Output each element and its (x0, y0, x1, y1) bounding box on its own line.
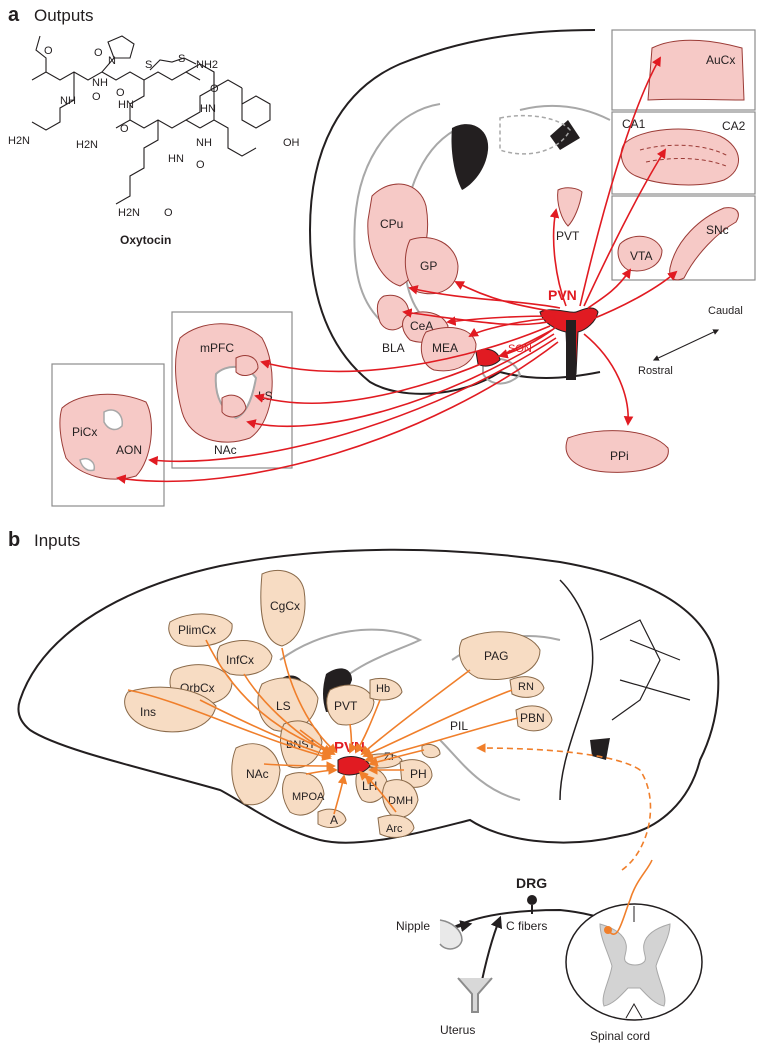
pvn-output-source: PVN SON (475, 287, 599, 380)
ppi-region (565, 430, 669, 473)
label-arc: Arc (386, 823, 403, 835)
atom-label: H2N (8, 135, 30, 147)
label-spinal-cord: Spinal cord (590, 1029, 650, 1043)
coronal-brain (308, 29, 611, 395)
label-bla: BLA (382, 341, 405, 355)
label-pag: PAG (484, 649, 508, 663)
label-pil: PIL (450, 719, 468, 733)
atom-label: O (44, 45, 53, 57)
label-mpoa: MPOA (292, 791, 325, 803)
atom-label: NH (196, 137, 212, 149)
label-infcx: InfCx (226, 653, 254, 667)
label-ca1: CA1 (622, 117, 646, 131)
atom-label: S (145, 59, 152, 71)
molecule-name: Oxytocin (120, 233, 171, 247)
output-regions: CPu GP BLA CeA MEA PVT PPi (367, 183, 669, 473)
label-aucx: AuCx (706, 53, 735, 67)
label-caudal: Caudal (708, 305, 743, 317)
label-snc: SNc (706, 223, 729, 237)
label-nac-output: NAc (214, 443, 237, 457)
bla-region (376, 294, 410, 331)
mea-region (420, 327, 477, 372)
atom-label: N (108, 55, 116, 67)
label-plimcx: PlimCx (178, 623, 216, 637)
vta-snc-inset: VTA SNc (617, 207, 739, 281)
label-rostral: Rostral (638, 365, 673, 377)
atom-label: O (120, 123, 129, 135)
label-zi: ZI (384, 751, 394, 763)
label-cea: CeA (410, 319, 433, 333)
mpfc-inset: mPFC LS NAc (175, 323, 273, 457)
pvt-region (557, 187, 583, 227)
input-regions: CgCx PlimCx InfCx OrbCx Ins LS PVT Hb PA… (124, 570, 553, 838)
atom-label: H2N (76, 139, 98, 151)
label-gp: GP (420, 259, 437, 273)
oxytocin-structure: NH N O O S S NH2 HN HN O O H2N NH O O HN… (8, 35, 300, 247)
inset-boxes (51, 29, 756, 507)
label-ppi: PPi (610, 449, 629, 463)
label-pvt-input: PVT (334, 699, 358, 713)
atom-label: O (164, 207, 173, 219)
label-vta: VTA (630, 249, 652, 263)
atom-label: HN (118, 99, 134, 111)
hippocampus-inset: CA1 CA2 (620, 117, 746, 186)
label-ca2: CA2 (722, 119, 746, 133)
olfactory-inset: PiCx AON (59, 393, 152, 480)
panel-a-letter: a (8, 4, 20, 26)
label-mpfc: mPFC (200, 341, 234, 355)
atom-label: HN (200, 103, 216, 115)
label-pbn: PBN (520, 711, 545, 725)
label-aon: AON (116, 443, 142, 457)
panel-b-letter: b (8, 529, 20, 551)
atom-label: NH2 (196, 59, 218, 71)
atom-label: O (210, 83, 219, 95)
label-dmh: DMH (388, 795, 413, 807)
label-ls-input: LS (276, 699, 291, 713)
label-hb: Hb (376, 683, 390, 695)
label-a: A (330, 813, 338, 827)
orientation-indicator: Caudal Rostral (638, 305, 743, 377)
gp-region (404, 237, 459, 295)
atom-label: O (116, 87, 125, 99)
label-uterus: Uterus (440, 1023, 475, 1037)
input-projections (127, 639, 652, 871)
label-nac-input: NAc (246, 767, 269, 781)
label-pvn-input: PVN (334, 739, 365, 756)
label-pvt: PVT (556, 229, 580, 243)
atom-label: O (92, 91, 101, 103)
atom-label: H2N (118, 207, 140, 219)
atom-label: HN (168, 153, 184, 165)
atom-label: OH (283, 137, 300, 149)
label-drg: DRG (516, 875, 547, 891)
label-ls-output: LS (258, 389, 273, 403)
label-cpu: CPu (380, 217, 403, 231)
atom-label: O (94, 47, 103, 59)
label-picx: PiCx (72, 425, 97, 439)
atom-label: O (196, 159, 205, 171)
atom-label: NH (92, 77, 108, 89)
atom-label: S (178, 53, 185, 65)
label-ph: PH (410, 767, 427, 781)
label-mea: MEA (432, 341, 458, 355)
output-projections (116, 56, 678, 484)
aucx-inset: AuCx (647, 39, 745, 101)
label-nipple: Nipple (396, 919, 430, 933)
label-rn: RN (518, 681, 534, 693)
panel-a-title: Outputs (34, 6, 94, 25)
atom-label: NH (60, 95, 76, 107)
peripheral-pathway: DRG Nipple Uterus C fibers Spinal cord (396, 859, 703, 1043)
label-cgcx: CgCx (270, 599, 300, 613)
panel-b-title: Inputs (34, 531, 80, 550)
label-ins: Ins (140, 705, 156, 719)
label-c-fibers: C fibers (506, 919, 547, 933)
